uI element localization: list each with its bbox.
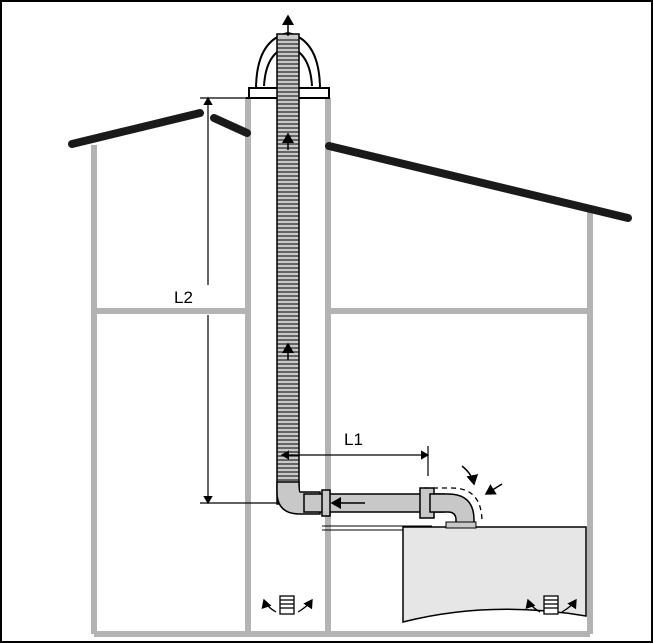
dimension-l2 <box>200 96 278 505</box>
roof <box>68 109 632 222</box>
dimension-l1 <box>280 446 430 476</box>
house-walls <box>91 98 593 637</box>
vertical-flue-duct <box>276 33 300 505</box>
roof-right-segment <box>325 142 632 222</box>
appliance <box>402 521 587 623</box>
air-vent-icon <box>525 595 577 615</box>
air-intake-path <box>424 487 483 523</box>
roof-left-segment <box>68 109 204 148</box>
roof-shaft-segment <box>210 114 251 137</box>
label-l1: L1 <box>344 430 363 449</box>
label-l2: L2 <box>174 288 193 307</box>
air-vent-icon <box>261 595 313 615</box>
airflow-arrow-icon <box>461 465 503 495</box>
